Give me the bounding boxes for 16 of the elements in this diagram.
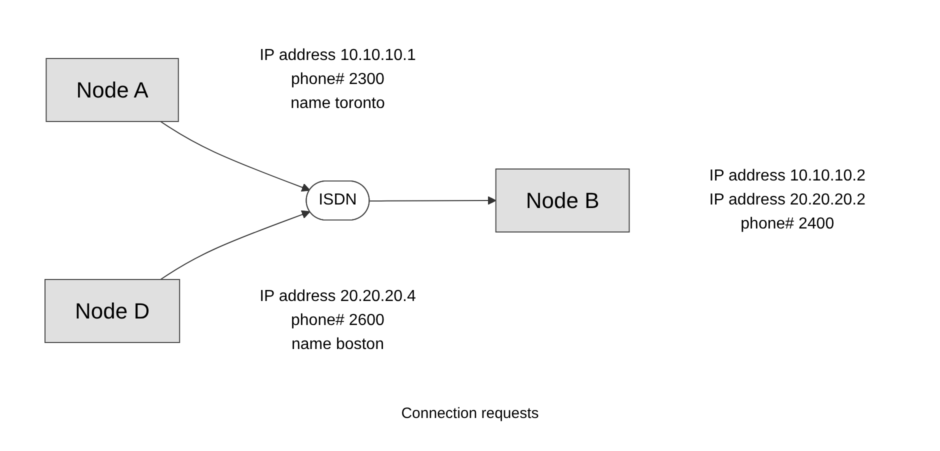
note-text: Connection requests [400,405,540,422]
node-label: IP address 20.20.20.4 [259,288,416,304]
node-label: phone# 2400 [740,215,834,232]
node-label: IP address 20.20.20.2 [708,191,866,208]
node-label: name boston [291,336,384,352]
arrow [160,210,310,280]
node-label: phone# 2600 [290,312,384,328]
node-label: IP address 10.10.10.2 [708,167,866,184]
node-label: IP address 10.10.10.1 [259,46,416,64]
arrow [160,120,310,192]
node-label: name toronto [290,94,385,112]
node-box: Node A [45,58,179,122]
node-box: Node B [495,168,630,232]
arrow [368,196,496,204]
node-box: Node D [44,278,180,342]
node-label: phone# 2300 [290,70,384,88]
